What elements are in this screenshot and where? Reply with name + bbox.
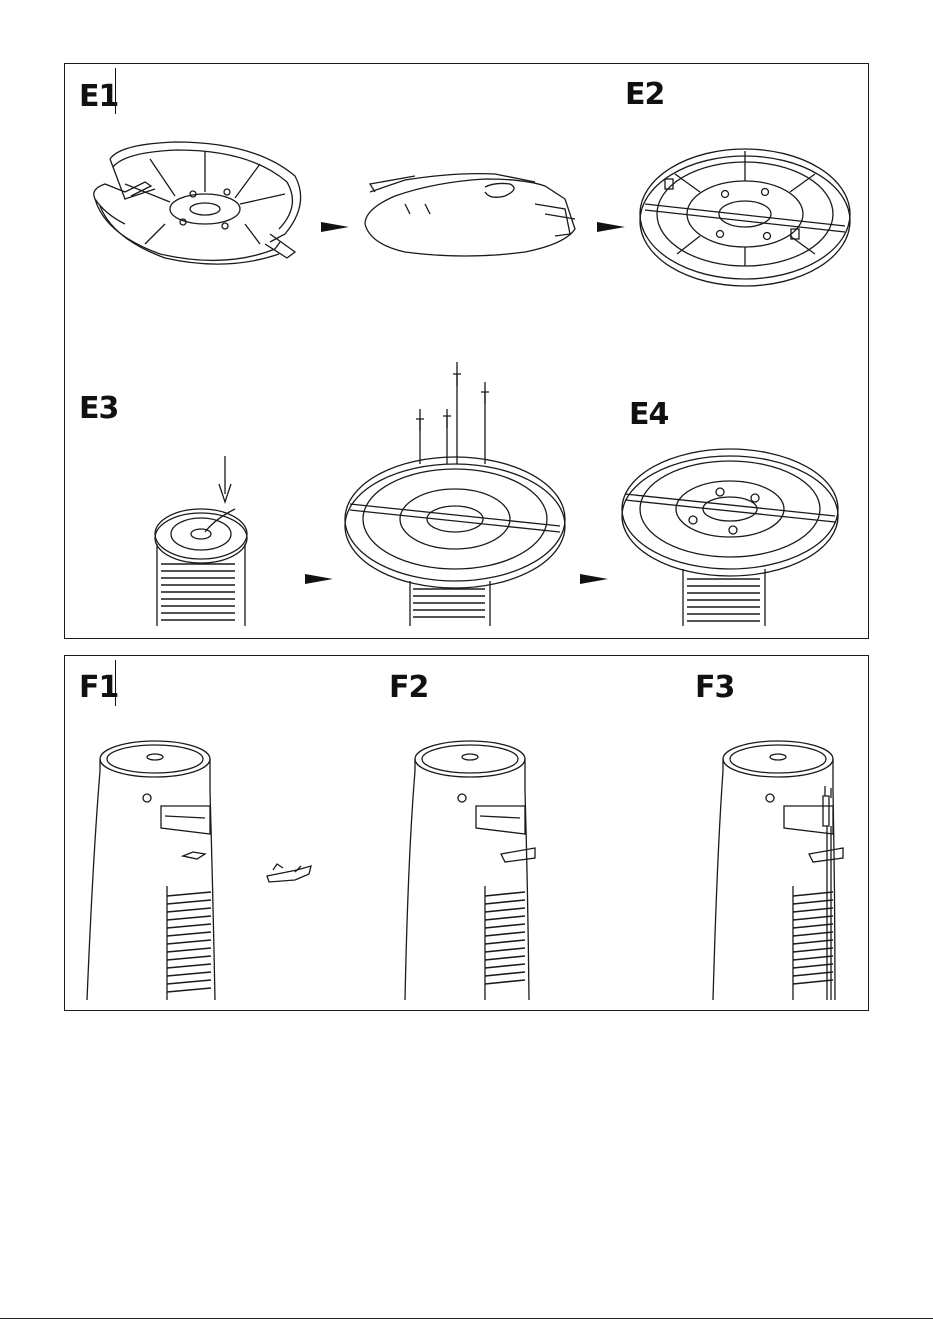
cable-clip-illustration <box>267 864 311 882</box>
assembly-illustrations-e <box>65 64 870 640</box>
tower-with-clip-illustration <box>405 741 535 1000</box>
tower-rear-illustration <box>87 741 215 1000</box>
base-with-screws-illustration <box>345 362 565 626</box>
arrow-icon <box>305 574 333 584</box>
assembled-base-illustration <box>640 149 850 286</box>
arrow-icon <box>597 222 625 232</box>
tower-bottom-illustration <box>155 456 247 626</box>
base-halves-illustration <box>94 142 301 264</box>
page-bottom-rule <box>0 1318 933 1319</box>
arrow-icon <box>321 222 349 232</box>
assembly-panel-f: F1 F2 F3 <box>64 655 869 1011</box>
tower-with-plug-illustration <box>713 741 843 1000</box>
base-mounted-illustration <box>622 449 838 626</box>
base-side-illustration <box>365 174 575 256</box>
assembly-illustrations-f <box>65 656 870 1012</box>
arrow-icon <box>580 574 608 584</box>
assembly-panel-e: E1 E2 E3 E4 <box>64 63 869 639</box>
